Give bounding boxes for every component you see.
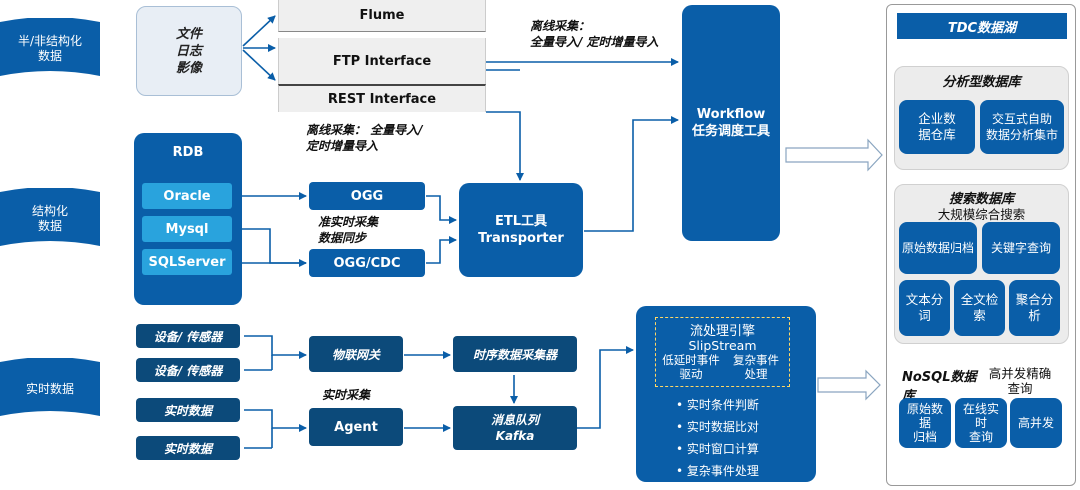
agent-box: Agent: [309, 408, 403, 446]
tile-aggregation: 聚合分 析: [1009, 280, 1060, 336]
hollow-arrow-stream-lake: [817, 369, 881, 401]
row-label-unstructured: 半/非结构化 数据: [0, 18, 100, 80]
flume-interface: Flume: [278, 0, 486, 32]
arrow-files-flume: [242, 15, 276, 47]
tile-raw-archive: 原始数据归档: [899, 222, 977, 274]
stream-engine-title: 流处理引擎: [689, 324, 755, 339]
realtime-data-1: 实时数据: [136, 398, 240, 422]
annotation-near-realtime: 准实时采集 数据同步: [318, 215, 379, 245]
realtime-data-2: 实时数据: [136, 436, 240, 460]
row-label-structured: 结构化 数据: [0, 188, 100, 250]
arrow-mysql-cdc: [240, 228, 307, 267]
arrow-files-rest: [242, 49, 276, 81]
etl-transporter-box: ETL工具 Transporter: [459, 183, 583, 277]
ts-collector-box: 时序数据采集器: [453, 336, 577, 372]
ogg-cdc-box: OGG/CDC: [309, 249, 425, 277]
search-db-title: 搜索数据库: [948, 192, 1014, 207]
arrow-etl-workflow: [584, 116, 679, 232]
arrow-ogg-etl: [426, 195, 457, 224]
rdb-item-mysql: Mysql: [142, 216, 232, 242]
stream-feature: • 实时条件判断: [676, 398, 759, 412]
arrow-rt1-agent: [244, 409, 307, 432]
stream-engine-inner: [655, 317, 790, 387]
tile-nosql-realtime-query: 在线实 时 查询: [955, 398, 1007, 448]
arrow-rest-to-etl: [486, 111, 524, 181]
tile-text-tokenize: 文本分 词: [899, 280, 950, 336]
tile-self-service-mart: 交互式自助 数据分析集市: [980, 100, 1064, 154]
tile-nosql-concurrency: 高并发: [1010, 398, 1062, 448]
stream-feature: • 复杂事件处理: [676, 464, 759, 478]
tdc-lake-title: TDC数据湖: [897, 13, 1067, 39]
stream-sub-cep: 复杂事件 处理: [733, 353, 779, 381]
iot-gateway-box: 物联网关: [309, 336, 403, 372]
annotation-offline-mid: 离线采集： 全量导入/ 定时增量导入: [306, 123, 423, 153]
tile-enterprise-dw: 企业数 据仓库: [899, 100, 975, 154]
tile-keyword-query: 关键字查询: [982, 222, 1060, 274]
arrow-cdc-etl: [426, 236, 457, 264]
rdb-item-sqlserver: SQLServer: [142, 249, 232, 275]
row-label-realtime: 实时数据: [0, 358, 100, 420]
ftp-interface: FTP Interface: [278, 38, 486, 84]
stream-feature: • 实时窗口计算: [676, 442, 759, 456]
arrow-dev1-gw: [244, 335, 307, 359]
tile-fulltext-search: 全文检 索: [954, 280, 1005, 336]
nosql-db-subtitle: 高并发精确 查询: [988, 366, 1052, 396]
device-sensor-1: 设备/ 传感器: [136, 324, 240, 348]
ogg-box: OGG: [309, 182, 425, 210]
stream-sub-low-latency: 低延时事件 驱动: [662, 353, 720, 381]
device-sensor-2: 设备/ 传感器: [136, 358, 240, 382]
rdb-item-oracle: Oracle: [142, 183, 232, 209]
files-source-box: 文件 日志 影像: [136, 6, 242, 96]
stream-engine-box: [636, 306, 816, 482]
stream-engine-name: SlipStream: [688, 338, 757, 353]
stream-feature: • 实时数据比对: [676, 420, 759, 434]
arrow-kafka-stream: [576, 346, 634, 429]
tile-nosql-archive: 原始数 据 归档: [899, 398, 951, 448]
workflow-box: Workflow 任务调度工具: [682, 5, 780, 241]
hollow-arrow-workflow-lake: [785, 138, 883, 172]
analytic-db-title: 分析型数据库: [942, 75, 1021, 90]
search-db-subtitle: 大规模综合搜索: [937, 207, 1026, 222]
annotation-offline-top: 离线采集： 全量导入/ 定时增量导入: [530, 19, 659, 49]
rest-interface: REST Interface: [278, 84, 486, 112]
stream-feature-list: • 实时条件判断 • 实时数据比对 • 实时窗口计算 • 复杂事件处理: [676, 394, 806, 482]
kafka-box: 消息队列 Kafka: [453, 406, 577, 450]
annotation-realtime: 实时采集: [322, 388, 371, 402]
